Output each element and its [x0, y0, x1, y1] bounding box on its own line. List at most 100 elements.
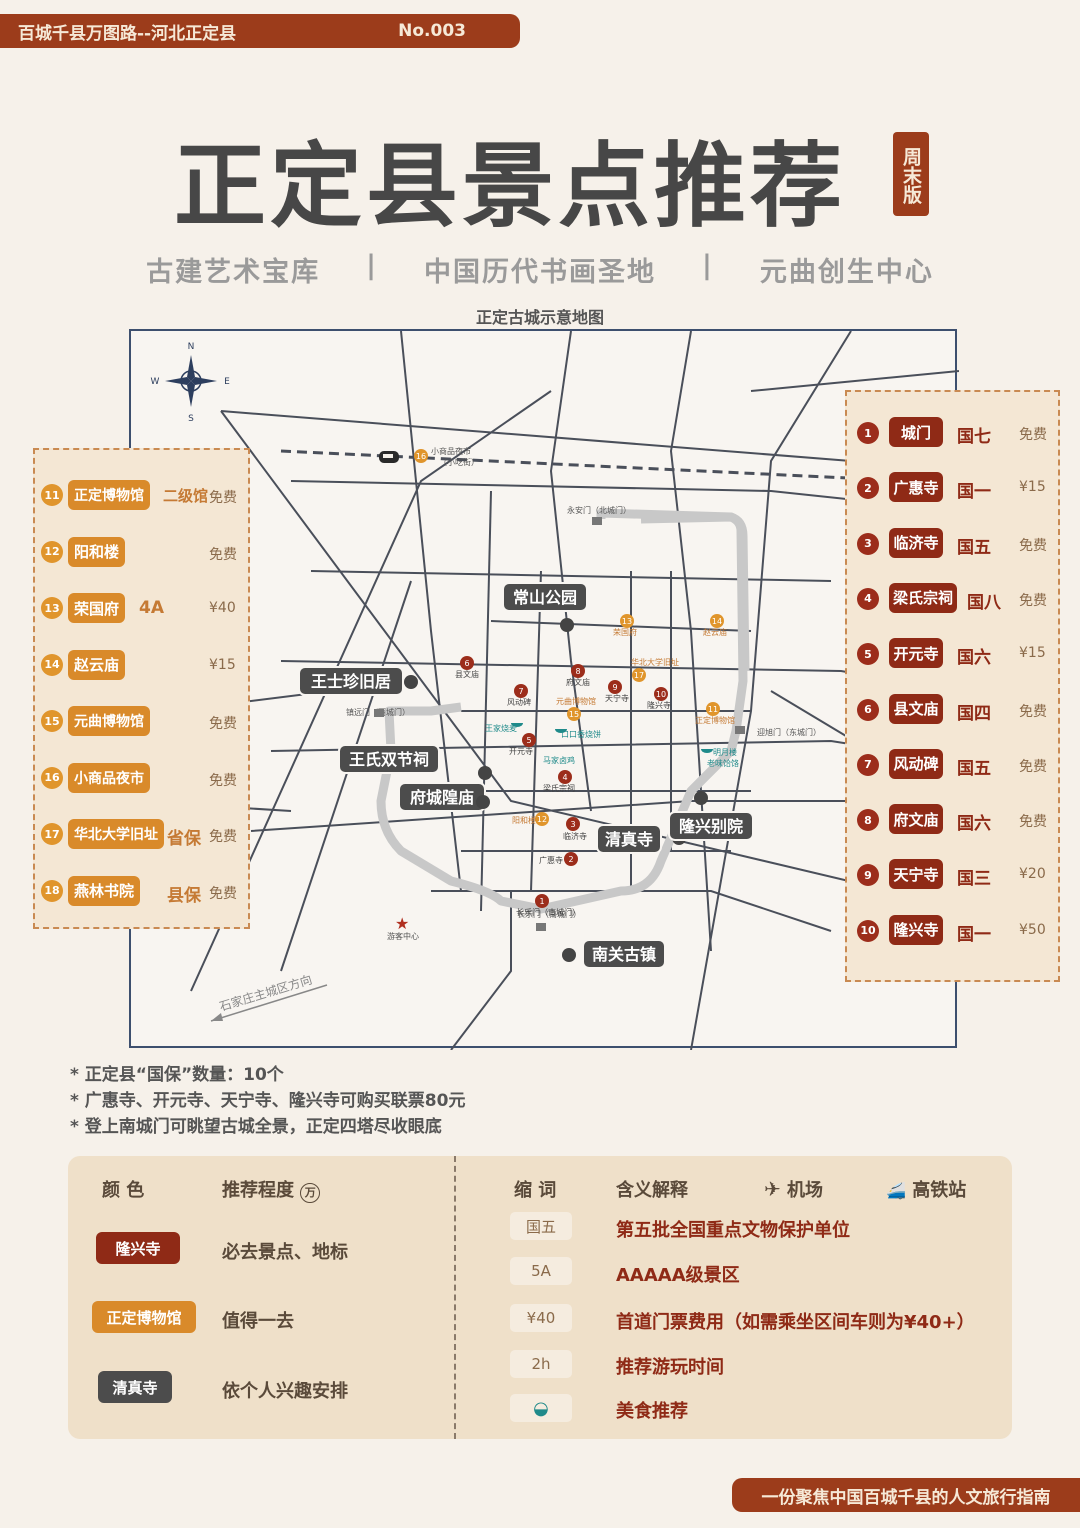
right-list-number: 3 [857, 532, 879, 555]
recommend-icon: 万 [300, 1183, 321, 1203]
food-label-4b: 老味饸饹 [707, 758, 739, 768]
city-wall-north [640, 512, 750, 672]
west-gate-icon [374, 709, 384, 717]
poi-marker-number: 8 [575, 667, 580, 676]
right-list-price: 免费 [1019, 592, 1047, 609]
right-list-name: 府文庙 [889, 804, 943, 835]
series-title: 百城千县万图路--河北正定县 [18, 23, 237, 44]
left-list-number: 13 [41, 597, 63, 619]
note-2: * 广惠寺、开元寺、天宁寺、隆兴寺可购买联票80元 [70, 1091, 466, 1111]
left-list-number: 16 [41, 766, 63, 789]
left-list-price: 免费 [209, 490, 237, 506]
poi-marker-9 [608, 680, 622, 694]
header-bar: 百城千县万图路--河北正定县 No.003 [0, 14, 520, 48]
right-list-level: 国七 [957, 427, 991, 447]
poi-marker-label: 华北大学旧址 [631, 657, 679, 667]
food-icons [511, 723, 713, 753]
legend-airport: ✈ 机场 [764, 1176, 823, 1202]
poi-marker-number: 13 [622, 617, 632, 626]
compass-icon: N S E W [151, 342, 231, 424]
legend-desc-dark: 依个人兴趣安排 [222, 1381, 348, 1402]
legend-col-meaning: 含义解释 [616, 1180, 688, 1201]
legend-col-recommend: 推荐程度 万 [222, 1176, 321, 1203]
poi-marker-label: 赵云庙 [703, 627, 727, 637]
left-list-number: 12 [41, 540, 63, 563]
poi-marker-14 [710, 614, 724, 628]
poi-marker-label: 阳和楼 [512, 815, 536, 825]
left-list-level: 县保 [167, 885, 201, 906]
poi-marker-17 [632, 668, 646, 682]
train-icon: 🚄 [886, 1181, 906, 1200]
slogan-row: 古建艺术宝库 | 中国历代书画圣地 | 元曲创生中心 [0, 250, 1080, 289]
poi-marker-label: 隆兴寺 [647, 700, 671, 710]
big-label-box [338, 744, 440, 774]
big-label-box [668, 811, 754, 841]
gate-icons [374, 517, 745, 931]
left-list-level: 二级馆 [163, 487, 209, 505]
left-list-name: 荣国府 [68, 593, 126, 623]
right-list-price: ¥20 [1019, 866, 1046, 883]
poi-marker-number: 12 [537, 815, 547, 824]
poi-marker-number: 3 [570, 820, 575, 829]
legend-panel: 颜 色 推荐程度 万 隆兴寺 必去景点、地标 正定博物馆 值得一去 清真寺 依个… [68, 1156, 1012, 1439]
big-label-box [596, 824, 662, 854]
right-list-level: 国六 [957, 648, 991, 669]
note-3: * 登上南城门可眺望古城全景，正定四塔尽收眼底 [70, 1117, 442, 1137]
right-list-name: 风动碑 [889, 748, 943, 779]
poi-marker-label: 开元寺 [509, 747, 533, 756]
poi-marker-15 [567, 707, 581, 721]
right-list-level: 国四 [957, 703, 991, 724]
poi-marker-number: 2 [568, 855, 573, 864]
east-gate-icon [735, 726, 745, 734]
legend-col-color: 颜 色 [102, 1180, 145, 1201]
abbr-meaning: 第五批全国重点文物保护单位 [616, 1220, 850, 1241]
legend-pill-red: 隆兴寺 [96, 1232, 180, 1264]
abbr-meaning: 美食推荐 [616, 1401, 688, 1422]
slogan-divider: | [366, 250, 378, 281]
big-label-dot [562, 948, 576, 962]
compass-s: S [188, 414, 194, 424]
left-list-name: 燕林书院 [68, 875, 141, 906]
airplane-icon: ✈ [764, 1177, 781, 1201]
right-list-name: 天宁寺 [889, 859, 943, 890]
compass-w: W [151, 377, 160, 387]
big-label-text: 王士珍旧居 [311, 672, 391, 691]
legend-divider [454, 1156, 456, 1439]
notes: * 正定县“国保”数量：10个 * 广惠寺、开元寺、天宁寺、隆兴寺可购买联票80… [70, 1062, 465, 1140]
legend-pill-orange: 正定博物馆 [92, 1301, 196, 1333]
legend-desc-orange: 值得一去 [222, 1311, 294, 1332]
poi-marker-number: 7 [518, 687, 523, 696]
poi-marker-12 [535, 812, 549, 826]
food-label-4a: 明月楼 [713, 747, 737, 757]
slogan-1: 古建艺术宝库 [146, 257, 321, 288]
poi-marker-1 [535, 894, 549, 908]
big-label-dot [476, 795, 490, 809]
left-list-name: 赵云庙 [68, 649, 126, 680]
left-list-number: 18 [41, 879, 63, 902]
poi-marker-4 [558, 770, 572, 784]
right-list-name: 县文庙 [889, 693, 943, 724]
food-label-4: 明月楼老味饸饹 [707, 747, 739, 768]
right-list-level: 国三 [957, 869, 991, 890]
right-list-price: 免费 [1019, 758, 1047, 775]
big-label-box [582, 939, 666, 969]
big-label-text: 清真寺 [605, 830, 653, 849]
right-list-price: ¥15 [1019, 645, 1046, 662]
slogan-2: 中国历代书画圣地 [424, 257, 656, 288]
visitor-center-star-icon: ★ [395, 914, 409, 933]
right-list-name: 临济寺 [889, 527, 943, 558]
left-list-price: 免费 [209, 829, 237, 845]
poi-marker-number: 5 [526, 736, 531, 745]
bowl-icon: ◒ [510, 1394, 572, 1422]
poi-marker-number: 17 [634, 671, 644, 680]
abbr-meaning: 推荐游玩时间 [616, 1357, 724, 1378]
